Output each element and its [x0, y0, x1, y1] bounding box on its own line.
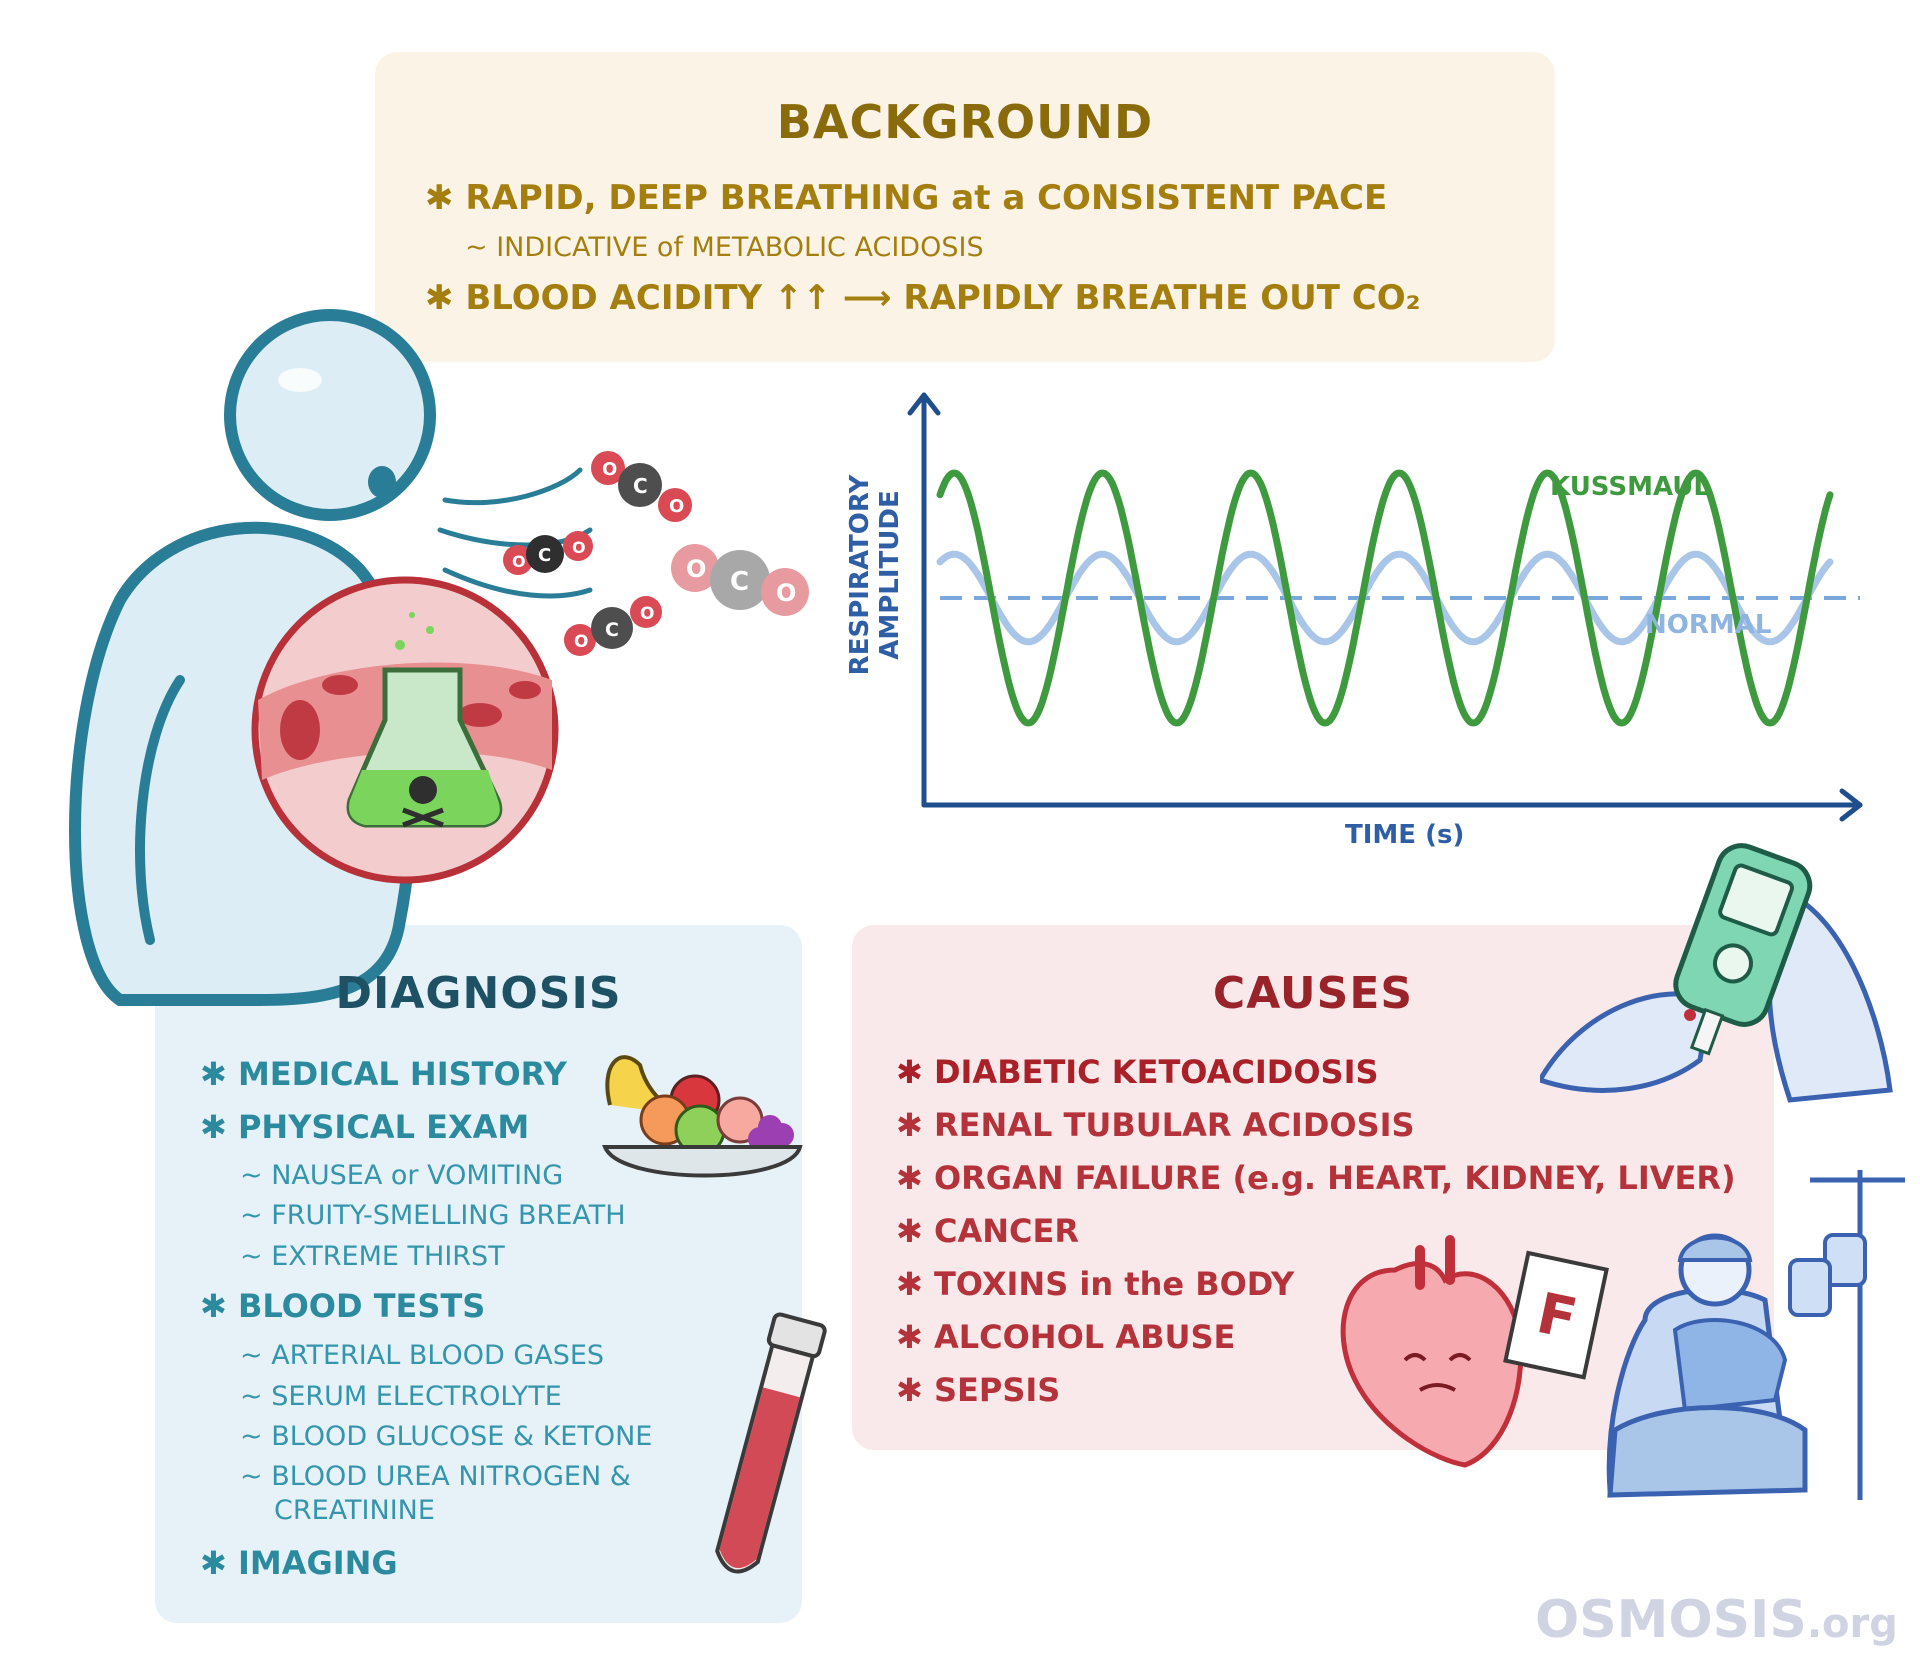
background-panel	[375, 52, 1555, 362]
chart-legend-normal: NORMAL	[1645, 610, 1772, 640]
diagnosis-subitem-fruity-breath: ~ FRUITY-SMELLING BREATH	[240, 1200, 626, 1231]
cause-item-sepsis: ✱ SEPSIS	[896, 1371, 1061, 1409]
svg-text:O: O	[686, 555, 706, 583]
co2-molecule-1: O C O	[591, 451, 692, 522]
failing-heart-illustration: F	[1340, 1235, 1609, 1468]
diagnosis-item-physical-exam: ✱ PHYSICAL EXAM	[200, 1108, 530, 1146]
co2-molecule-2: O C O	[503, 531, 593, 575]
co2-molecule-4: O C O	[564, 596, 662, 656]
diagnosis-panel	[155, 925, 802, 1623]
diagnosis-title: DIAGNOSIS	[335, 968, 622, 1019]
chart-series-kussmaul	[936, 469, 1834, 727]
diagnosis-subitem-abg: ~ ARTERIAL BLOOD GASES	[240, 1340, 605, 1371]
diagnosis-subitem-glucose-ketone: ~ BLOOD GLUCOSE & KETONE	[240, 1421, 653, 1452]
cause-item-toxins: ✱ TOXINS in the BODY	[896, 1265, 1295, 1303]
chart-x-label: TIME (s)	[1345, 820, 1465, 850]
svg-text:O: O	[572, 538, 586, 557]
svg-text:O: O	[669, 496, 684, 517]
causes-title: CAUSES	[1212, 968, 1414, 1019]
svg-text:C: C	[605, 619, 619, 641]
diagnosis-item-medical-history: ✱ MEDICAL HISTORY	[200, 1055, 567, 1093]
blood-vessel-inset	[251, 576, 559, 884]
diagnosis-item-imaging: ✱ IMAGING	[200, 1544, 398, 1582]
svg-text:O: O	[574, 632, 588, 652]
co2-molecule-3: O C O	[671, 544, 809, 616]
background-point-blood-acidity: ✱ BLOOD ACIDITY ↑↑ ⟶ RAPIDLY BREATHE OUT…	[425, 278, 1421, 318]
background-subpoint-acidosis: ~ INDICATIVE of METABOLIC ACIDOSIS	[465, 232, 984, 263]
diagnosis-subitem-creatinine: CREATININE	[274, 1495, 435, 1526]
diagnosis-item-blood-tests: ✱ BLOOD TESTS	[200, 1287, 486, 1325]
svg-text:C: C	[730, 567, 749, 597]
diagnosis-subitem-bun: ~ BLOOD UREA NITROGEN &	[240, 1461, 631, 1492]
cause-item-organ-failure: ✱ ORGAN FAILURE (e.g. HEART, KIDNEY, LIV…	[896, 1159, 1736, 1197]
background-title: BACKGROUND	[776, 95, 1154, 149]
svg-text:C: C	[633, 474, 648, 498]
background-point-rapid-breathing: ✱ RAPID, DEEP BREATHING at a CONSISTENT …	[425, 178, 1388, 218]
chart-x-axis-arrow	[1839, 788, 1863, 822]
chart-series-normal	[936, 550, 1834, 646]
glucometer-illustration	[1540, 843, 1893, 1103]
respiratory-amplitude-chart	[907, 392, 1863, 822]
blood-sample-tube	[715, 1312, 827, 1574]
person-mouth	[368, 466, 396, 498]
svg-text:O: O	[640, 604, 654, 624]
diagnosis-subitem-thirst: ~ EXTREME THIRST	[240, 1241, 505, 1272]
diagnosis-subitem-electrolyte: ~ SERUM ELECTROLYTE	[240, 1381, 562, 1412]
chart-y-label: RESPIRATORY AMPLITUDE	[845, 474, 905, 676]
cause-item-cancer: ✱ CANCER	[896, 1212, 1079, 1250]
chart-legend-kussmaul: KUSSMAUL	[1550, 472, 1710, 502]
diagnosis-subitem-nausea: ~ NAUSEA or VOMITING	[240, 1160, 564, 1191]
cause-item-renal-tubular-acidosis: ✱ RENAL TUBULAR ACIDOSIS	[896, 1106, 1415, 1144]
cause-item-diabetic-ketoacidosis: ✱ DIABETIC KETOACIDOSIS	[896, 1053, 1379, 1091]
svg-text:C: C	[538, 545, 551, 566]
cause-item-alcohol-abuse: ✱ ALCOHOL ABUSE	[896, 1318, 1236, 1356]
person-head	[224, 309, 436, 521]
hospital-patient-illustration	[1606, 1170, 1905, 1500]
chart-y-axis-arrow	[907, 392, 941, 416]
svg-text:O: O	[512, 552, 526, 571]
patient-breathing-illustration: O C O O C O O C O O C O	[69, 309, 809, 1006]
osmosis-logo: OSMOSIS.org	[1535, 1590, 1898, 1650]
fruit-bowl-illustration	[602, 1055, 803, 1178]
svg-text:O: O	[602, 459, 617, 480]
svg-text:O: O	[776, 579, 796, 607]
